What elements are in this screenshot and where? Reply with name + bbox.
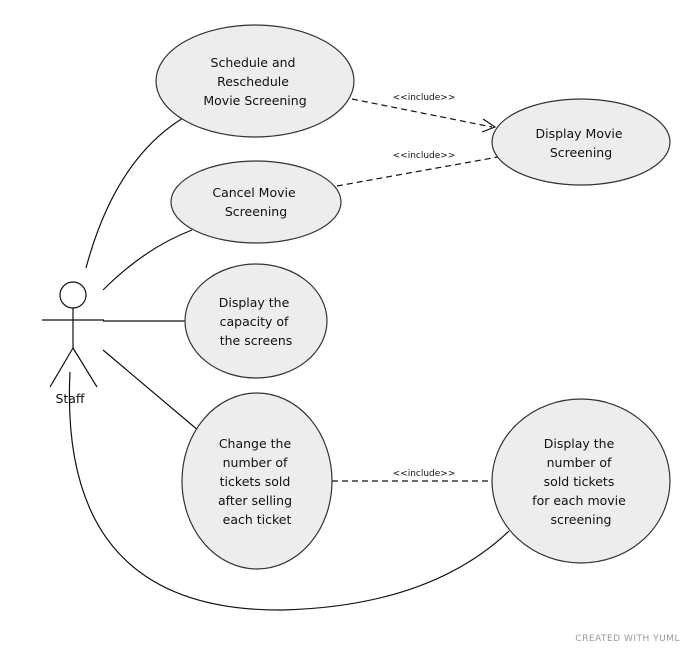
use-case-display-sold-label: Display the number of sold tickets for e…: [532, 436, 630, 527]
actor-label: Staff: [55, 391, 84, 406]
use-case-schedule-label: Schedule and Reschedule Movie Screening: [203, 55, 306, 108]
use-case-display-screening-label: Display Movie Screening: [535, 126, 626, 160]
use-case-cancel[interactable]: Cancel Movie Screening: [170, 160, 342, 244]
actor-right-leg: [72, 347, 98, 388]
use-case-capacity[interactable]: Display the capacity of the screens: [184, 263, 328, 379]
association-change-sold: [102, 349, 200, 432]
use-case-change-sold[interactable]: Change the number of tickets sold after …: [181, 392, 333, 570]
include-schedule-display: [351, 98, 493, 128]
association-schedule: [85, 117, 184, 269]
actor-head: [59, 281, 87, 309]
include-label-2: <<include>>: [393, 151, 456, 161]
actor-left-leg: [49, 347, 74, 388]
include-arrowhead: [481, 118, 497, 133]
association-cancel: [102, 229, 193, 291]
use-case-display-screening[interactable]: Display Movie Screening: [491, 98, 671, 186]
use-case-capacity-label: Display the capacity of the screens: [219, 295, 294, 348]
association-display-sold: [68, 371, 510, 611]
actor-staff[interactable]: Staff: [42, 281, 104, 406]
watermark-text: CREATED WITH YUML: [575, 634, 680, 644]
include-cancel-display: [336, 156, 499, 187]
use-case-display-sold[interactable]: Display the number of sold tickets for e…: [491, 398, 671, 564]
include-label-1: <<include>>: [393, 93, 456, 103]
use-case-cancel-label: Cancel Movie Screening: [212, 185, 299, 219]
use-case-schedule[interactable]: Schedule and Reschedule Movie Screening: [155, 24, 355, 138]
use-case-change-sold-label: Change the number of tickets sold after …: [218, 436, 296, 527]
include-label-3: <<include>>: [393, 469, 456, 479]
